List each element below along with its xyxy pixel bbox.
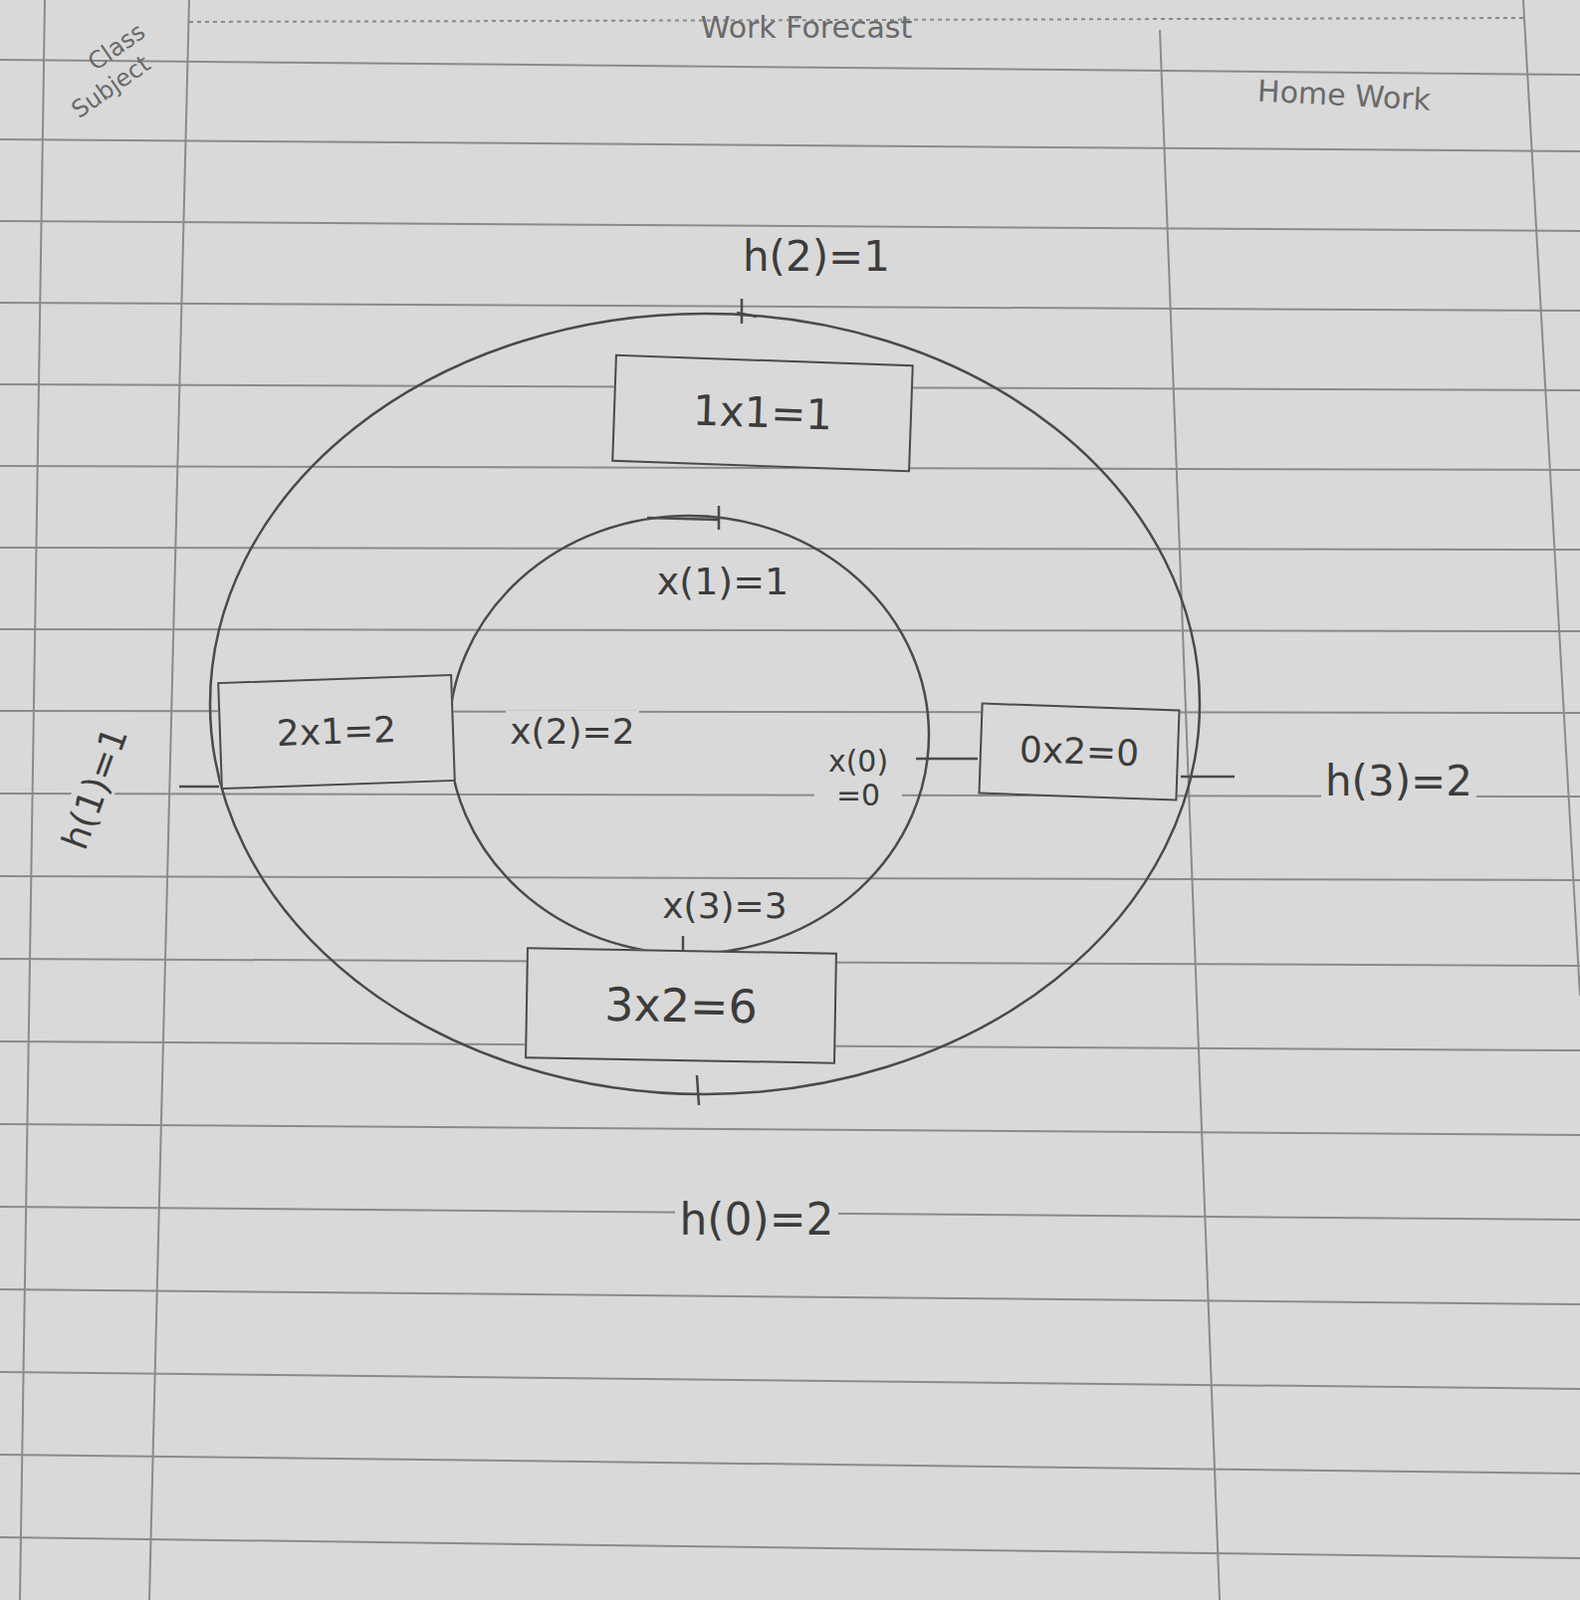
product-text: 1x1=1 — [691, 386, 834, 440]
product-text: 2x1=2 — [275, 708, 398, 755]
product-box: 3x2=6 — [524, 946, 838, 1064]
product-box: 2x1=2 — [217, 674, 456, 790]
product-text: 0x2=0 — [1018, 728, 1140, 775]
value-label: x(1)=1 — [653, 560, 793, 605]
page-header: Home Work — [1252, 73, 1436, 118]
product-text: 3x2=6 — [604, 977, 758, 1034]
value-label: h(3)=2 — [1321, 757, 1477, 806]
value-label: h(1)=1 — [51, 718, 137, 860]
value-label: x(2)=2 — [505, 710, 639, 752]
value-label: x(3)=3 — [658, 885, 791, 926]
circles — [179, 298, 1235, 1106]
value-label: h(0)=2 — [675, 1194, 838, 1246]
product-box: 0x2=0 — [977, 702, 1180, 802]
value-label: x(0)=0 — [814, 744, 903, 814]
page-header: Work Forecast — [696, 10, 916, 46]
product-box: 1x1=1 — [611, 354, 914, 472]
value-label: h(2)=1 — [738, 232, 895, 281]
